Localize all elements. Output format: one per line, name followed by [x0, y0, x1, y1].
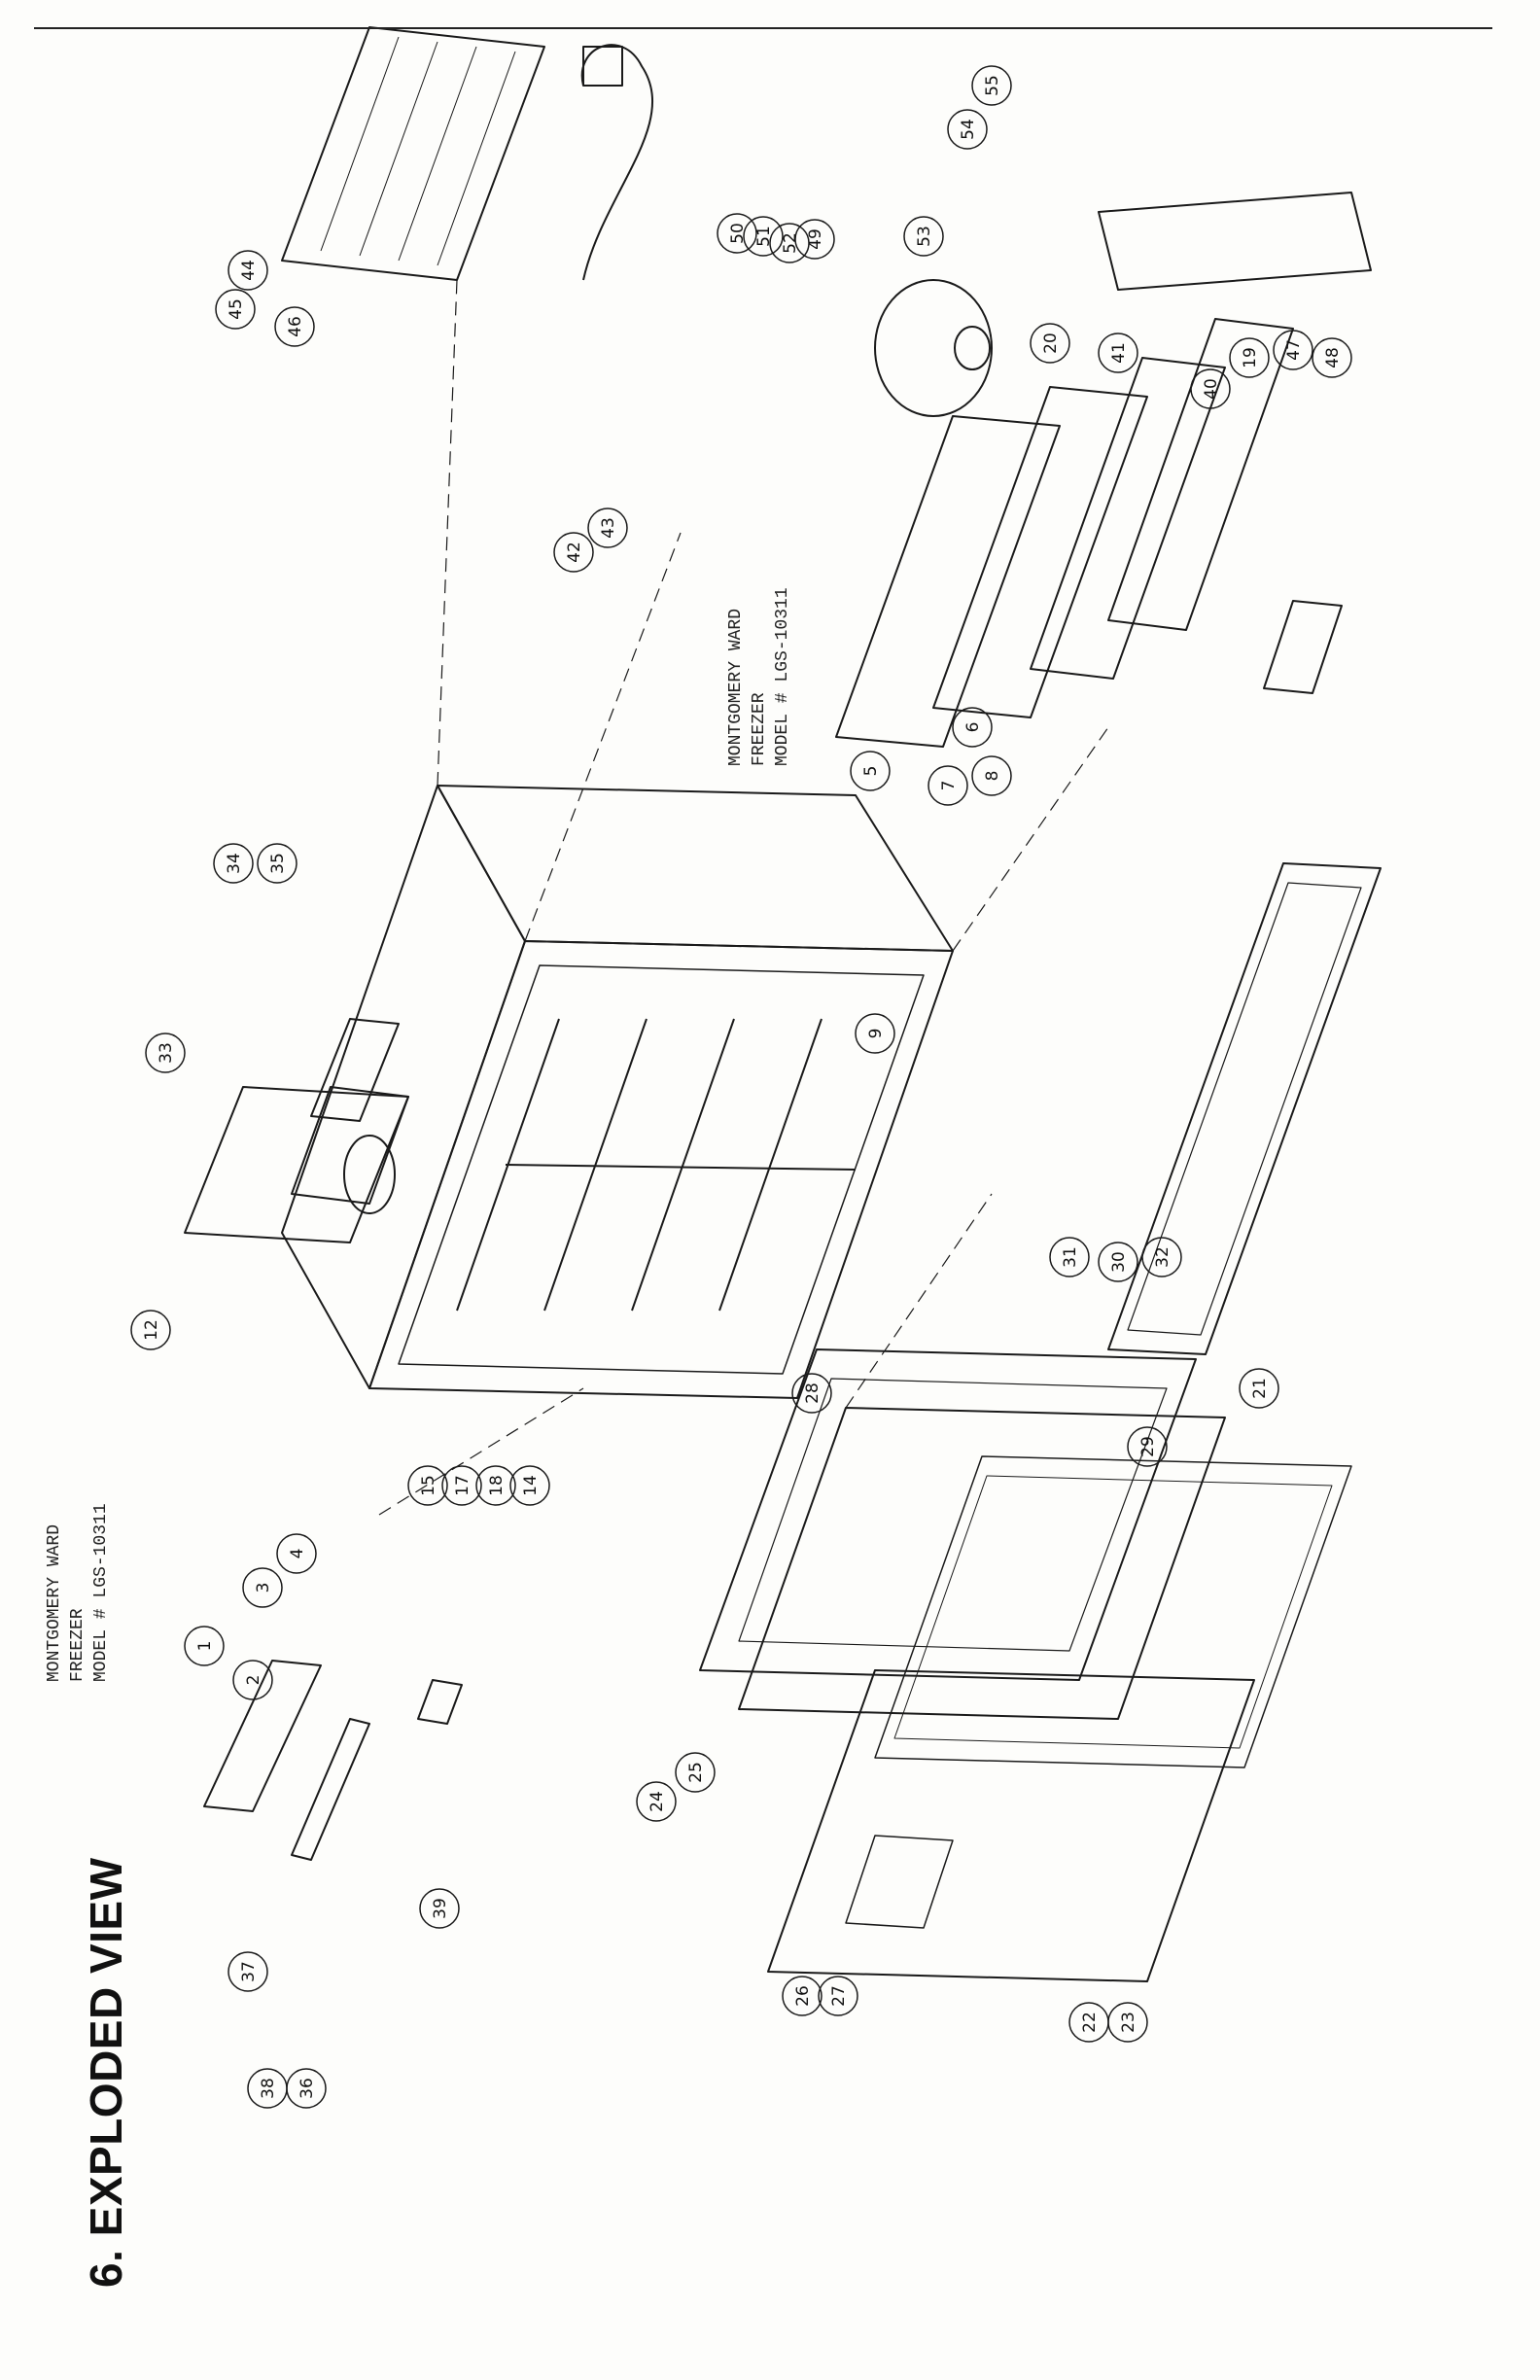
ice-tray — [1263, 600, 1343, 694]
callout-9: 9 — [866, 1029, 886, 1039]
callout-43: 43 — [599, 517, 618, 539]
callout-42: 42 — [565, 542, 584, 563]
callout-33: 33 — [157, 1042, 176, 1064]
callout-38: 38 — [259, 2078, 278, 2099]
callout-34: 34 — [225, 853, 244, 874]
callout-45: 45 — [227, 298, 246, 320]
callout-53: 53 — [915, 226, 934, 247]
callout-52: 52 — [781, 232, 800, 254]
cabinet-body — [281, 785, 954, 1399]
callout-49: 49 — [806, 228, 825, 250]
page-bottom-rule — [34, 27, 1492, 29]
wire-shelves — [835, 318, 1294, 748]
callout-19: 19 — [1241, 347, 1260, 368]
callout-50: 50 — [728, 223, 748, 244]
callout-51: 51 — [754, 226, 774, 247]
door-gasket — [1107, 862, 1382, 1355]
callout-21: 21 — [1250, 1378, 1270, 1399]
callout-14: 14 — [521, 1475, 541, 1496]
callout-36: 36 — [298, 2078, 317, 2099]
callout-12: 12 — [142, 1319, 161, 1341]
hinge-cover — [184, 1086, 409, 1243]
callout-27: 27 — [829, 1985, 849, 2007]
door-assembly — [738, 1407, 1352, 1982]
callout-5: 5 — [861, 766, 881, 777]
callout-17: 17 — [453, 1475, 472, 1496]
callout-40: 40 — [1202, 378, 1221, 400]
callout-3: 3 — [254, 1583, 273, 1593]
callout-18: 18 — [487, 1475, 507, 1496]
hinge-and-handle — [203, 1660, 463, 1861]
callout-46: 46 — [286, 316, 305, 337]
callout-32: 32 — [1153, 1246, 1172, 1268]
callout-7: 7 — [939, 781, 959, 791]
callout-25: 25 — [686, 1762, 706, 1783]
callout-23: 23 — [1119, 2012, 1138, 2033]
callout-55: 55 — [983, 75, 1002, 96]
callout-bubbles: 1 2 3 4 5 6 7 8 9 12 14 15 17 18 19 20 2… — [130, 65, 1352, 2109]
callout-26: 26 — [793, 1985, 813, 2007]
callout-47: 47 — [1284, 339, 1304, 361]
callout-37: 37 — [239, 1961, 259, 1982]
callout-54: 54 — [959, 119, 978, 140]
callout-6: 6 — [963, 722, 983, 733]
callout-44: 44 — [239, 260, 259, 281]
callout-4: 4 — [288, 1549, 307, 1559]
compressor — [874, 279, 993, 417]
assembly-guide-lines — [378, 279, 1109, 1516]
door-liner — [699, 1348, 1197, 1681]
callout-15: 15 — [419, 1475, 438, 1496]
callout-39: 39 — [431, 1898, 450, 1919]
callout-30: 30 — [1109, 1251, 1129, 1273]
condenser-coil — [281, 26, 545, 281]
thermostat-housing — [291, 1018, 409, 1214]
callout-20: 20 — [1041, 332, 1061, 354]
callout-8: 8 — [983, 771, 1002, 782]
callout-35: 35 — [268, 853, 288, 874]
base-rail — [1098, 192, 1372, 291]
callout-41: 41 — [1109, 342, 1129, 364]
callout-48: 48 — [1323, 347, 1343, 368]
callout-24: 24 — [648, 1791, 667, 1812]
callout-31: 31 — [1061, 1246, 1080, 1268]
callout-1: 1 — [195, 1641, 215, 1652]
callout-28: 28 — [803, 1382, 822, 1404]
power-cord — [580, 44, 653, 281]
callout-2: 2 — [244, 1675, 263, 1686]
callout-29: 29 — [1138, 1436, 1158, 1457]
callout-22: 22 — [1080, 2012, 1100, 2033]
